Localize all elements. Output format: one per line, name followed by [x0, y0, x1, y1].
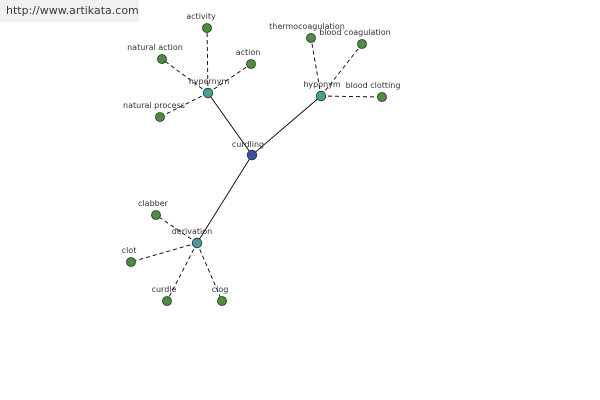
label-curdle: curdle: [152, 285, 177, 294]
label-curdling: curdling: [232, 140, 264, 149]
node-activity[interactable]: [202, 23, 212, 33]
label-hypernym: hypernym: [189, 77, 230, 86]
edge-hypernym-natural-action: [161, 58, 209, 94]
label-action: action: [236, 48, 261, 57]
edge-derivation-clog: [196, 242, 223, 302]
edge-derivation-clot: [130, 242, 198, 263]
edge-center-hypernym: [207, 92, 253, 156]
node-thermocoagulation[interactable]: [306, 33, 316, 43]
label-natural-action: natural action: [127, 43, 183, 52]
node-blood-coagulation[interactable]: [357, 39, 367, 49]
label-natural-process: natural process: [123, 101, 185, 110]
node-blood-clotting[interactable]: [377, 92, 387, 102]
node-clabber[interactable]: [151, 210, 161, 220]
edge-center-derivation: [196, 154, 253, 244]
graph-labels: activity natural action action natural proc…: [122, 12, 401, 294]
label-blood-coagulation: blood coagulation: [319, 28, 391, 37]
label-clog: clog: [212, 285, 229, 294]
node-hyponym[interactable]: [315, 90, 327, 102]
node-action[interactable]: [246, 59, 256, 69]
label-thermocoagulation: thermocoagulation: [269, 22, 345, 31]
label-hyponym: hyponym: [303, 80, 341, 89]
node-natural-action[interactable]: [157, 54, 167, 64]
edge-hyponym-blood-clotting: [320, 95, 383, 98]
edge-derivation-curdle: [166, 242, 198, 302]
edge-derivation-clabber: [155, 214, 198, 244]
label-blood-clotting: blood clotting: [346, 81, 401, 90]
label-activity: activity: [186, 12, 216, 21]
edge-hypernym-natural-process: [159, 92, 209, 118]
label-clot: clot: [122, 246, 137, 255]
label-derivation: derivation: [172, 227, 212, 236]
graph-edges: [130, 27, 383, 302]
node-clog[interactable]: [217, 296, 227, 306]
artikata-url-watermark: http://www.artikata.com: [0, 0, 139, 22]
edge-hypernym-activity: [206, 27, 209, 94]
node-derivation[interactable]: [191, 237, 203, 249]
node-natural-process[interactable]: [155, 112, 165, 122]
node-curdle[interactable]: [162, 296, 172, 306]
edge-center-hyponym: [251, 95, 322, 156]
label-clabber: clabber: [138, 199, 169, 208]
node-curdling[interactable]: [246, 149, 258, 161]
edge-hyponym-thermocoagulation: [310, 37, 322, 97]
node-clot[interactable]: [126, 257, 136, 267]
graph-nodes: [126, 23, 387, 306]
node-hypernym[interactable]: [202, 87, 214, 99]
edge-hypernym-action: [207, 63, 252, 94]
